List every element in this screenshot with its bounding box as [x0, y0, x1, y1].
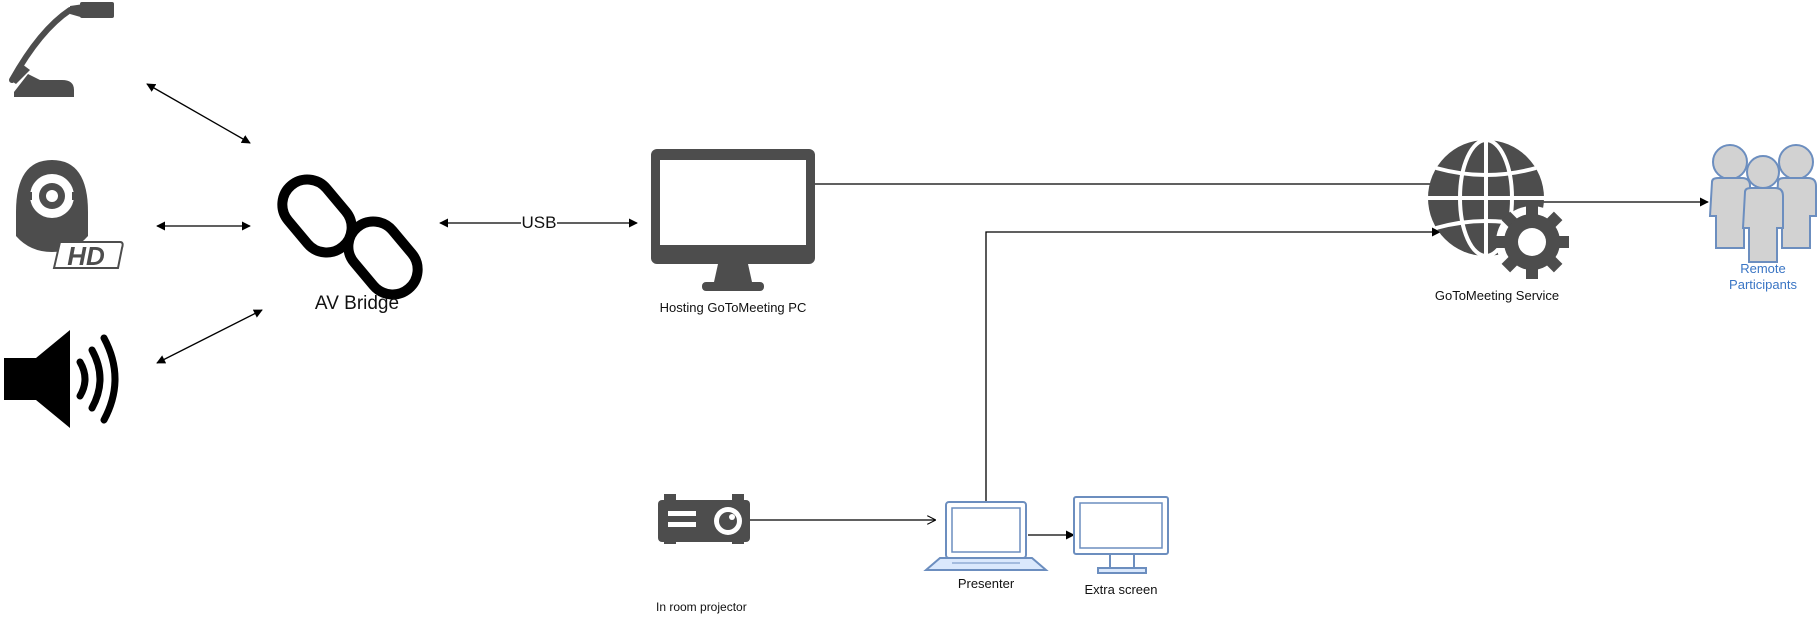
participants-label-line1: Remote	[1740, 261, 1786, 276]
monitor-icon	[651, 149, 815, 291]
projector-label: In room projector	[656, 600, 747, 614]
monitor-outline-icon	[1073, 496, 1169, 574]
projector-icon	[658, 494, 750, 544]
presenter-label: Presenter	[957, 576, 1015, 591]
participants-label-line2: Participants	[1729, 277, 1797, 292]
globe-gear-icon	[1428, 138, 1569, 279]
svg-text:HD: HD	[67, 241, 105, 271]
edge-microphone-bridge	[146, 83, 251, 144]
host-pc-label: Hosting GoToMeeting PC	[659, 300, 807, 315]
edge-presenter-service	[985, 227, 1441, 502]
extra-screen-label: Extra screen	[1084, 582, 1158, 597]
av-bridge-label: AV Bridge	[314, 293, 400, 314]
edge-speaker-bridge	[156, 309, 263, 364]
laptop-icon	[923, 501, 1049, 571]
microphone-icon	[9, 2, 114, 97]
service-label: GoToMeeting Service	[1434, 288, 1560, 303]
speaker-icon	[4, 330, 119, 428]
people-group-icon	[1708, 144, 1817, 263]
hd-webcam-icon: HD	[16, 160, 124, 271]
chain-link-icon	[277, 174, 423, 300]
usb-edge-label: USB	[521, 213, 557, 232]
participants-label: Remote Participants	[1729, 261, 1797, 293]
